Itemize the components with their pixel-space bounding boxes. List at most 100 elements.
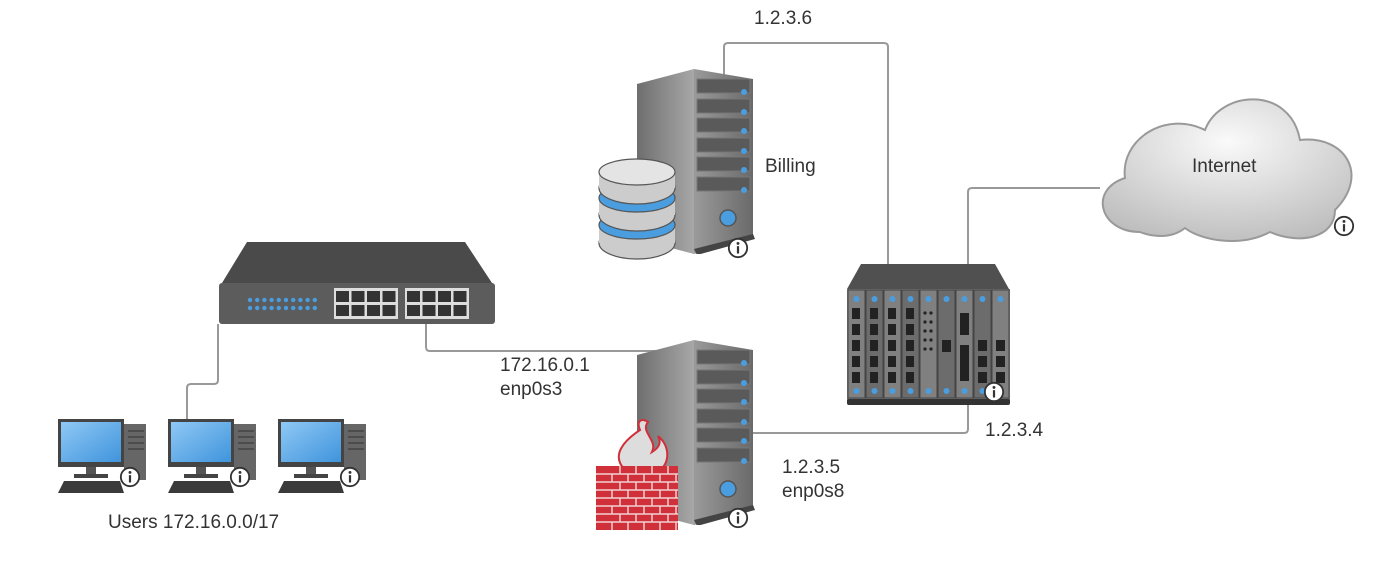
info-icon[interactable] — [119, 466, 141, 488]
slot-port — [923, 347, 927, 351]
billing-label: Billing — [765, 156, 816, 177]
ethernet-port — [422, 305, 436, 316]
slot-port — [852, 308, 860, 319]
slot-port — [923, 311, 927, 315]
link-router-internet — [967, 187, 1100, 266]
status-led — [979, 296, 986, 302]
status-led — [269, 305, 274, 311]
slot-port — [923, 329, 927, 333]
ethernet-port — [367, 291, 380, 302]
status-led — [871, 388, 878, 394]
status-led — [943, 388, 950, 394]
slot-port — [906, 308, 914, 319]
slot-port — [929, 320, 933, 324]
status-led — [925, 296, 932, 302]
gateway-ip-label: 172.16.0.1 — [500, 355, 590, 376]
desktop-pc-icon[interactable] — [278, 419, 367, 494]
slot-port — [888, 372, 896, 383]
firewall-interface-label: enp0s8 — [782, 481, 845, 502]
slot-port — [852, 324, 860, 335]
database-server-icon[interactable] — [598, 69, 756, 260]
slot-port — [870, 340, 878, 351]
desktop-pc-icon[interactable] — [168, 419, 257, 494]
database-icon — [598, 158, 676, 260]
status-led — [247, 297, 253, 303]
status-led — [276, 305, 281, 311]
link-switch-users — [186, 324, 219, 419]
slot-port — [960, 345, 969, 381]
status-led — [305, 305, 310, 311]
ethernet-port — [382, 305, 396, 316]
chassis-slot — [955, 289, 974, 399]
billing-ip-label: 1.2.3.6 — [754, 8, 813, 29]
chassis-slot — [919, 289, 938, 399]
slot-port — [960, 313, 969, 335]
slot-port — [996, 356, 1005, 367]
status-led — [871, 296, 878, 302]
slot-port — [906, 372, 914, 383]
ethernet-port — [336, 291, 349, 302]
status-led — [907, 388, 914, 394]
info-icon[interactable] — [727, 507, 749, 529]
status-led — [291, 297, 296, 303]
status-led — [291, 305, 296, 311]
slot-port — [978, 356, 987, 367]
status-led — [262, 305, 267, 311]
slot-port — [942, 340, 951, 352]
ethernet-port — [422, 291, 436, 302]
link-firewall-router — [752, 404, 969, 434]
slot-port — [978, 340, 987, 351]
ethernet-port — [367, 305, 380, 316]
ethernet-port — [453, 305, 467, 316]
slot-port — [852, 340, 860, 351]
slot-port — [978, 372, 987, 383]
slot-port — [888, 356, 896, 367]
status-led — [305, 297, 310, 303]
status-led — [312, 297, 317, 303]
slot-port — [929, 311, 933, 315]
slot-port — [852, 356, 860, 367]
ethernet-port — [453, 291, 467, 302]
slot-port — [923, 338, 927, 342]
desktop-pc-icon[interactable] — [58, 419, 147, 494]
slot-port — [906, 340, 914, 351]
status-led — [312, 305, 317, 311]
link-switch-firewall — [425, 324, 668, 352]
network-switch-icon[interactable] — [219, 242, 495, 324]
status-led — [298, 297, 303, 303]
slot-port — [870, 356, 878, 367]
slot-port — [996, 372, 1005, 383]
cloud-icon[interactable] — [1101, 98, 1355, 242]
ethernet-port — [336, 305, 349, 316]
status-led — [925, 388, 932, 394]
firewall-server-icon[interactable] — [596, 340, 756, 530]
info-icon[interactable] — [339, 466, 361, 488]
info-icon[interactable] — [229, 466, 251, 488]
status-led — [961, 388, 968, 394]
slot-port — [888, 324, 896, 335]
slot-port — [929, 347, 933, 351]
status-led — [853, 296, 860, 302]
slot-port — [923, 320, 927, 324]
link-billing-router — [723, 42, 889, 266]
slot-port — [852, 372, 860, 383]
status-led — [961, 296, 968, 302]
status-led — [853, 388, 860, 394]
slot-port — [870, 324, 878, 335]
ethernet-port — [438, 291, 451, 302]
status-led — [298, 305, 303, 311]
status-led — [283, 305, 289, 311]
status-led — [269, 297, 274, 303]
router-ip-label: 1.2.3.4 — [985, 420, 1044, 441]
status-led — [247, 305, 253, 311]
router-chassis-icon[interactable] — [847, 264, 1010, 405]
slot-port — [870, 372, 878, 383]
info-icon[interactable] — [983, 381, 1005, 403]
info-icon[interactable] — [727, 237, 749, 259]
slot-port — [929, 338, 933, 342]
internet-label: Internet — [1192, 156, 1257, 177]
slot-port — [888, 340, 896, 351]
users-label: Users 172.16.0.0/17 — [108, 512, 280, 533]
info-icon[interactable] — [1333, 215, 1355, 237]
